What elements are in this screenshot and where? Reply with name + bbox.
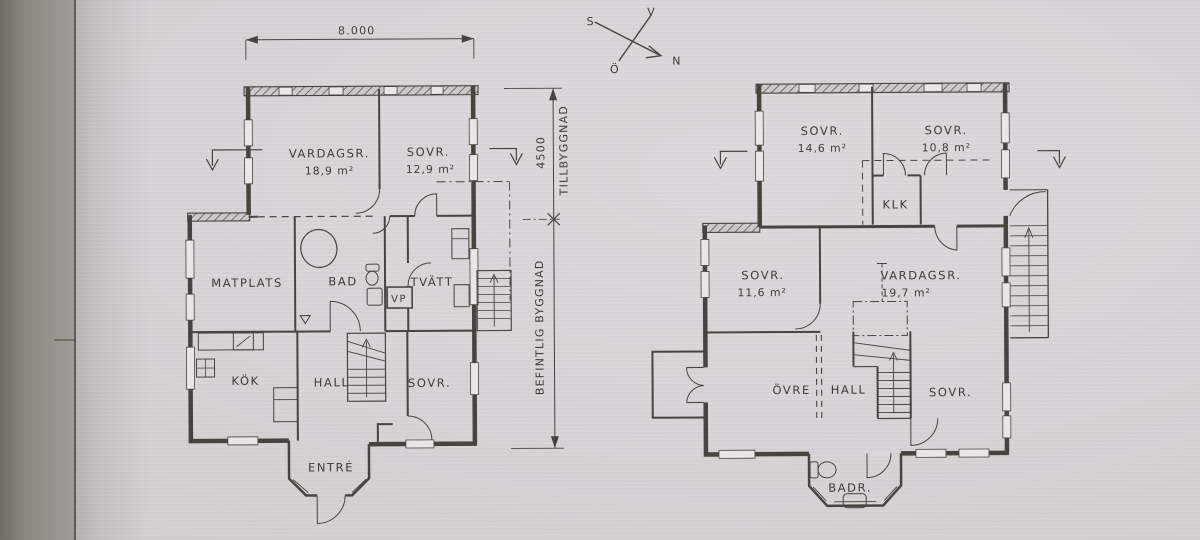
- kitchen-counter-icon: [197, 332, 299, 423]
- room-label-ovre: ÖVRE: [772, 381, 810, 397]
- room-area-sovrum2: 10,8 m²: [922, 141, 971, 154]
- room-area-vardagsrum: 19,7 m²: [881, 286, 930, 299]
- room-label-sovrum4: SOVR.: [929, 385, 972, 399]
- down-arrow-icon: [205, 149, 263, 172]
- room-label-sovrum3: SOVR.: [741, 268, 784, 282]
- sink-icon: [842, 493, 867, 509]
- room-label-vardagsrum: VARDAGSR.: [880, 268, 961, 282]
- room-label-vardagsrum: VARDAGSR.: [289, 146, 370, 160]
- entrance-arrow-icons: [205, 147, 1066, 172]
- washing-machine-icon: [451, 228, 470, 308]
- room-label-sovrum2: SOVR.: [925, 123, 968, 137]
- existing-building-label: BEFINTLIG BYGGNAD: [533, 259, 547, 395]
- room-label-vp: VP: [391, 294, 407, 305]
- exterior-stairs-icon: [1009, 189, 1050, 339]
- room-label-matplats: MATPLATS: [211, 276, 283, 290]
- compass-south-label: S: [587, 15, 595, 28]
- room-label-hall: HALL: [314, 375, 350, 389]
- toilet-icon: [809, 461, 837, 479]
- room-label-bad: BAD: [328, 274, 357, 288]
- room-label-kok: KÖK: [231, 372, 259, 388]
- exterior-stairs-icon: [476, 269, 512, 332]
- room-area-sovrum1: 14,6 m²: [798, 142, 847, 155]
- window-symbols: [185, 85, 480, 449]
- width-dimension-value: 8.000: [338, 24, 376, 37]
- room-label-tvatt: TVÄTT: [410, 274, 454, 289]
- room-area-vardagsrum: 18,9 m²: [305, 164, 354, 177]
- stairs-icon: [852, 331, 939, 446]
- height-dimension: 4500 TILLBYGGNAD BEFINTLIG BYGGNAD: [436, 87, 571, 449]
- entrance-bay: [287, 440, 371, 524]
- sink-icon: [366, 287, 383, 306]
- floor-drain-icon: [299, 315, 312, 325]
- balcony: [651, 350, 706, 419]
- stairs-icon: [346, 332, 387, 402]
- extension-dimension-value: 4500: [534, 136, 547, 169]
- bathtub-icon: [300, 228, 338, 269]
- width-dimension: 8.000: [245, 24, 475, 60]
- down-arrow-icon: [713, 150, 748, 170]
- ground-floor-plan: VARDAGSR. 18,9 m² SOVR. 12,9 m² MATPLATS…: [185, 85, 512, 524]
- room-label-sovrum1: SOVR.: [407, 145, 450, 159]
- room-label-sovrum2: SOVR.: [408, 376, 451, 390]
- room-area-sovrum3: 11,6 m²: [737, 286, 786, 299]
- drawing-frame-line: [74, 0, 76, 540]
- extension-label: TILLBYGGNAD: [557, 105, 570, 196]
- toilet-icon: [365, 263, 380, 286]
- room-label-hall: HALL: [831, 383, 867, 397]
- compass-north-label: N: [672, 55, 682, 68]
- compass-west-label: V: [647, 6, 656, 19]
- vp-box: [386, 286, 414, 309]
- compass-east-label: Ö: [610, 63, 620, 76]
- compass-rose: S V Ö N: [587, 6, 682, 76]
- room-label-entre: ENTRÉ: [308, 459, 354, 474]
- window-symbols: [700, 83, 1012, 459]
- down-arrow-icon: [489, 147, 523, 166]
- bathroom-bay: [807, 450, 903, 509]
- stove-icon: [195, 358, 216, 378]
- photo-edge-shadow: [0, 0, 74, 540]
- room-area-sovrum1: 12,9 m²: [406, 163, 455, 176]
- upper-floor-plan: SOVR. 14,6 m² SOVR. 10,8 m² KLK SOVR. 11…: [651, 82, 1050, 509]
- room-label-sovrum1: SOVR.: [801, 124, 844, 138]
- room-label-badr: BADR.: [828, 481, 872, 495]
- room-label-klk: KLK: [882, 197, 908, 211]
- down-arrow-icon: [1037, 149, 1066, 169]
